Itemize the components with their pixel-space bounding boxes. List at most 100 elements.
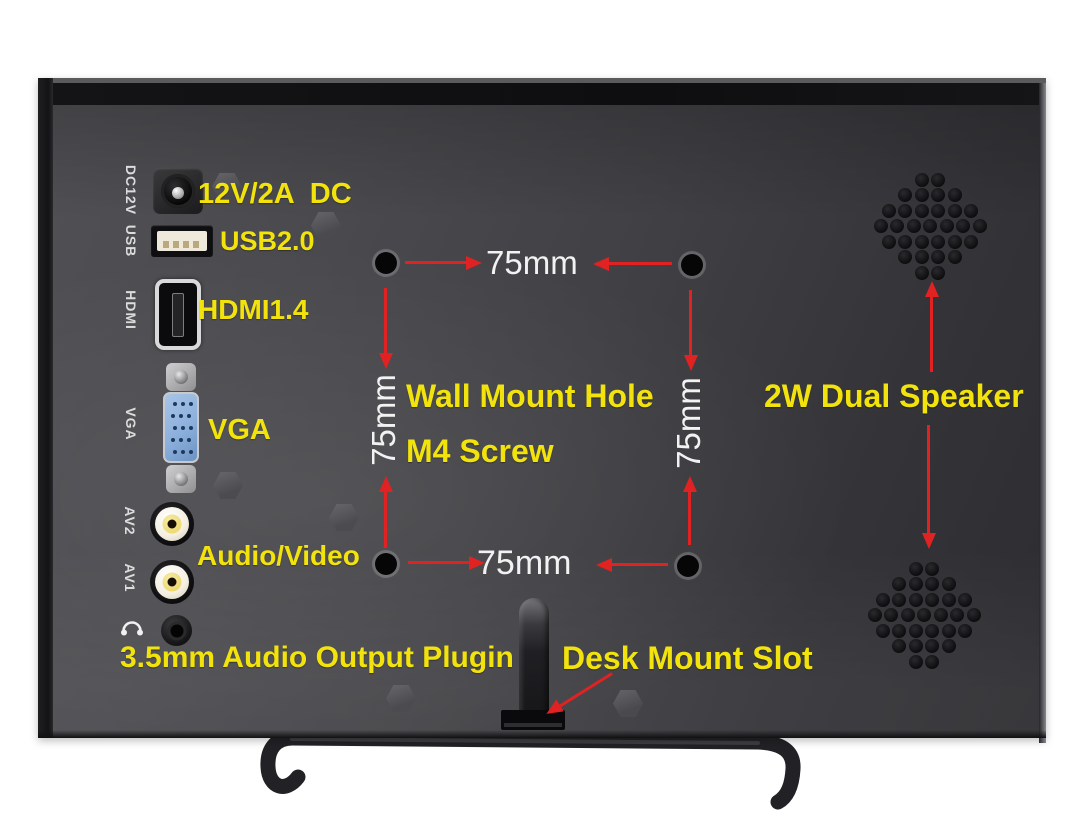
vga-pin-hole bbox=[173, 426, 177, 430]
speaker-hole bbox=[925, 623, 940, 638]
hdmi-slot bbox=[172, 292, 184, 337]
speaker-hole bbox=[941, 577, 956, 591]
port-label-usb: USB bbox=[123, 224, 139, 258]
speaker-hole bbox=[898, 250, 913, 264]
speaker-hole bbox=[898, 203, 913, 218]
speaker-hole bbox=[908, 639, 923, 653]
vga-screw-lug bbox=[166, 363, 196, 391]
port-label-vga: VGA bbox=[123, 407, 139, 441]
speaker-hole bbox=[923, 219, 937, 233]
speaker-hole bbox=[947, 203, 962, 218]
speaker-hole bbox=[892, 592, 907, 607]
speaker-grille-top bbox=[864, 166, 996, 286]
speaker-hole bbox=[892, 639, 907, 653]
hex-screw-plug bbox=[386, 685, 416, 712]
speaker-hole bbox=[941, 639, 956, 653]
vga-port bbox=[162, 363, 200, 493]
speaker-hole bbox=[947, 188, 962, 202]
vga-pin-hole bbox=[181, 426, 185, 430]
speaker-hole bbox=[881, 203, 896, 218]
vga-pin-hole bbox=[189, 450, 193, 454]
vga-pin-hole bbox=[189, 402, 193, 406]
callout-wall-mount-line1: Wall Mount Hole bbox=[406, 378, 654, 414]
speaker-hole bbox=[925, 577, 940, 591]
speaker-hole bbox=[931, 250, 946, 264]
hdmi-port bbox=[155, 279, 201, 350]
usb-port bbox=[151, 225, 213, 257]
hex-screw-plug bbox=[213, 472, 243, 499]
speaker-hole bbox=[873, 219, 888, 233]
device-top-bezel bbox=[38, 83, 1046, 105]
speaker-hole bbox=[875, 623, 890, 638]
speaker-hole bbox=[925, 654, 940, 669]
vga-pin-hole bbox=[171, 438, 175, 442]
speaker-hole bbox=[884, 608, 898, 622]
speaker-hole bbox=[958, 623, 973, 638]
vga-screw-lug bbox=[166, 465, 196, 493]
device-right-edge bbox=[1039, 83, 1046, 743]
speaker-hole bbox=[917, 608, 931, 622]
dc-jack-pin bbox=[172, 187, 184, 200]
dimension-label-right: 75mm bbox=[670, 377, 707, 469]
speaker-hole bbox=[972, 219, 987, 233]
speaker-hole bbox=[908, 561, 923, 576]
speaker-hole bbox=[914, 172, 929, 187]
wall-mount-hole-bottom-right bbox=[677, 555, 699, 577]
speaker-hole bbox=[908, 623, 923, 638]
dimension-arrow bbox=[689, 290, 692, 356]
speaker-hole bbox=[875, 592, 890, 607]
speaker-hole bbox=[914, 234, 929, 249]
callout-wall-mount-line2: M4 Screw bbox=[406, 433, 554, 469]
usb-contacts bbox=[163, 241, 201, 248]
speaker-hole bbox=[908, 654, 923, 669]
speaker-hole bbox=[931, 234, 946, 249]
dc-power-jack bbox=[153, 168, 203, 214]
port-label-hdmi: HDMI bbox=[123, 290, 139, 330]
speaker-hole bbox=[898, 188, 913, 202]
speaker-hole bbox=[914, 250, 929, 264]
vga-pin-hole bbox=[179, 414, 183, 418]
vga-pin-hole bbox=[173, 450, 177, 454]
vga-screw bbox=[174, 370, 188, 384]
vga-pin-hole bbox=[187, 438, 191, 442]
port-label-av1: AV1 bbox=[122, 563, 138, 593]
speaker-hole bbox=[914, 203, 929, 218]
rca-hole bbox=[167, 519, 177, 529]
speaker-hole bbox=[892, 577, 907, 591]
speaker-hole bbox=[941, 592, 956, 607]
speaker-hole bbox=[900, 608, 915, 622]
callout-usb: USB2.0 bbox=[220, 226, 315, 256]
dimension-label-top: 75mm bbox=[486, 244, 578, 281]
speaker-hole bbox=[964, 234, 979, 249]
speaker-hole bbox=[947, 234, 962, 249]
audio-output-jack bbox=[161, 615, 192, 646]
device-left-edge bbox=[38, 78, 53, 738]
speaker-hole bbox=[956, 219, 970, 233]
dimension-arrow bbox=[384, 491, 387, 548]
speaker-hole bbox=[908, 592, 923, 607]
vga-connector-body bbox=[163, 392, 199, 463]
dimension-label-bottom: 75mm bbox=[477, 544, 572, 582]
vga-pin-hole bbox=[179, 438, 183, 442]
speaker-hole bbox=[867, 608, 882, 622]
vga-screw bbox=[174, 472, 188, 486]
speaker-hole bbox=[890, 219, 904, 233]
speaker-hole bbox=[906, 219, 921, 233]
dimension-arrow bbox=[608, 262, 672, 265]
hex-screw-plug bbox=[613, 690, 643, 717]
vga-pin-hole bbox=[181, 450, 185, 454]
speaker-hole bbox=[914, 188, 929, 202]
speaker-hole bbox=[931, 203, 946, 218]
headphone-icon bbox=[121, 621, 143, 636]
hex-screw-plug bbox=[311, 212, 341, 239]
callout-audio-video: Audio/Video bbox=[197, 540, 360, 571]
speaker-grille-bottom bbox=[858, 555, 990, 675]
speaker-hole bbox=[925, 639, 940, 653]
callout-vga: VGA bbox=[208, 414, 271, 446]
callout-audio-out: 3.5mm Audio Output Plugin bbox=[120, 641, 514, 674]
wall-mount-hole-bottom-left bbox=[375, 553, 397, 575]
speaker-hole bbox=[966, 608, 981, 622]
speaker-hole bbox=[950, 608, 964, 622]
callout-dc: 12V/2A DC bbox=[198, 178, 352, 210]
